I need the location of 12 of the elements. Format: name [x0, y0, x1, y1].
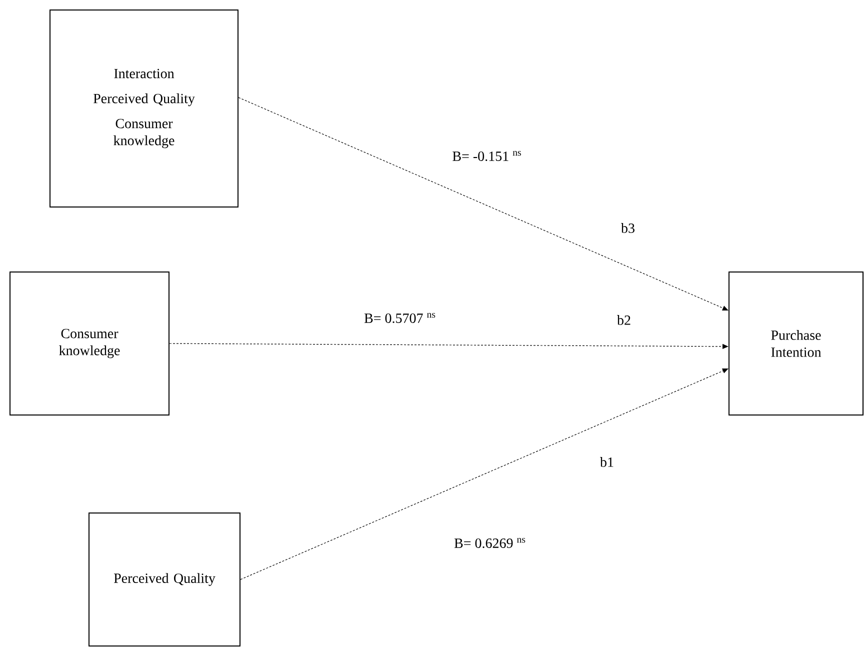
arrow [240, 368, 728, 580]
box: Perceived Quality [88, 512, 240, 646]
edge-label: B= 0.5707 $^{ns}$ [364, 312, 436, 324]
arrow [238, 97, 728, 310]
box: Purchase Intention [728, 272, 864, 416]
edge-label: B= -0.151 $^{ns}$ [452, 150, 521, 162]
path-label: b3 [621, 223, 634, 233]
box: Consumer knowledge [10, 272, 170, 416]
box: Interaction Perceived Quality Consumer knowledge [50, 10, 238, 208]
path-label: b2 [617, 315, 630, 325]
path-label: b1 [600, 457, 614, 467]
edge-label: B= 0.6269 $^{ns}$ [454, 538, 526, 548]
